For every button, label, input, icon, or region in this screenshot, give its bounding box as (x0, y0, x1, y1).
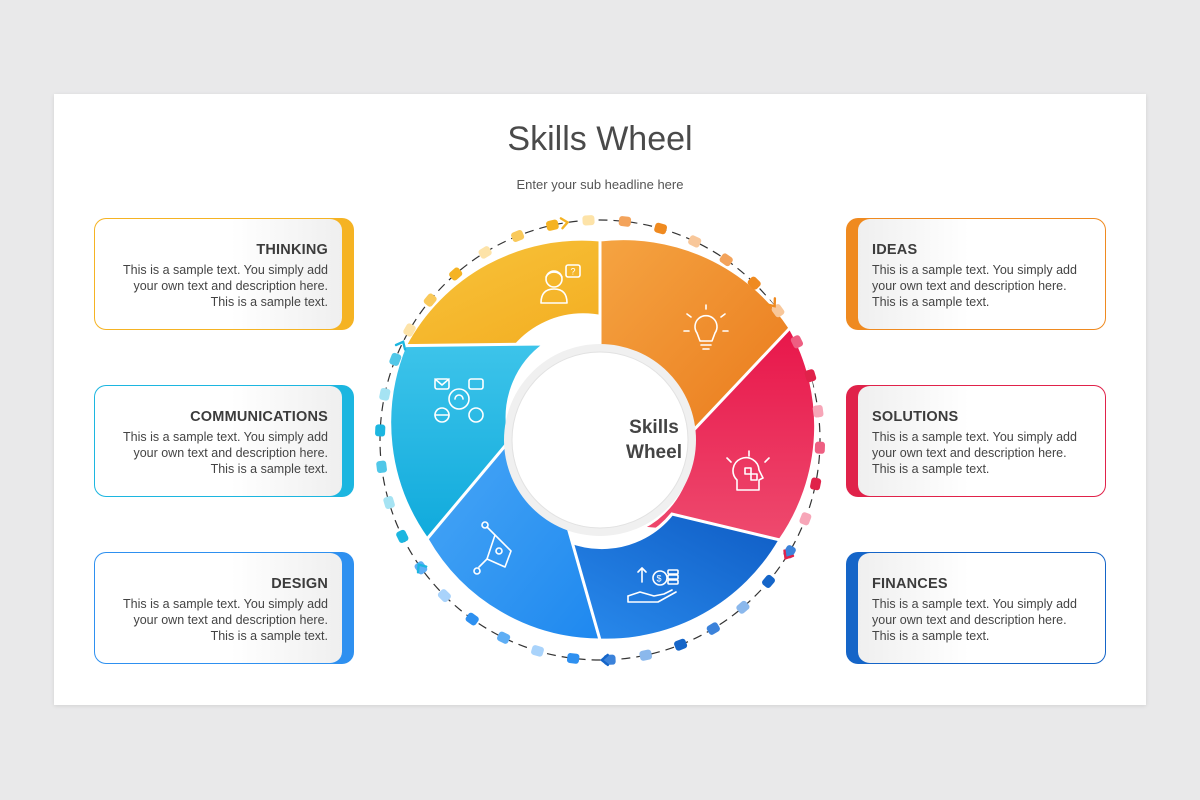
card-communications: COMMUNICATIONS This is a sample text. Yo… (94, 385, 354, 497)
card-solutions: SOLUTIONS This is a sample text. You sim… (846, 385, 1106, 497)
tick-mark (403, 323, 416, 337)
page-subtitle: Enter your sub headline here (516, 177, 684, 192)
tick-mark (379, 387, 391, 401)
tick-mark (376, 460, 387, 474)
tick-mark (465, 612, 479, 626)
chevron-right-icon (394, 340, 407, 351)
tick-mark (497, 631, 511, 644)
tick-mark (799, 512, 812, 526)
tick-mark (810, 477, 822, 491)
card-body: This is a sample text. You simply add yo… (123, 597, 328, 643)
card-heading: THINKING (256, 242, 328, 258)
card-body: This is a sample text. You simply add yo… (872, 263, 1077, 309)
tick-mark (736, 600, 750, 614)
chevron-right-icon (765, 297, 777, 308)
chevron-right-icon (599, 653, 610, 667)
card-finances: FINANCES This is a sample text. You simp… (846, 552, 1106, 664)
tick-mark (449, 267, 463, 281)
tick-mark (747, 276, 761, 290)
tick-mark (654, 222, 668, 235)
pen-tool-icon (473, 521, 512, 575)
tick-mark (762, 574, 775, 588)
card-body: This is a sample text. You simply add yo… (872, 430, 1077, 476)
tick-mark (511, 230, 525, 242)
puzzle-head-icon (726, 450, 770, 491)
center-label: Skills Wheel (626, 417, 682, 463)
slide: Skills Wheel Enter your sub headline her… (54, 94, 1146, 705)
lightbulb-icon (683, 304, 729, 350)
svg-text:$: $ (657, 574, 662, 584)
svg-text:?: ? (571, 267, 576, 277)
tick-mark (814, 441, 826, 454)
money-hand-icon: $ (627, 567, 679, 603)
tick-mark (546, 219, 559, 231)
center-circle (511, 351, 689, 529)
card-body: This is a sample text. You simply add yo… (123, 430, 328, 476)
tick-mark (478, 246, 492, 259)
tick-mark (389, 352, 402, 366)
skills-wheel: ? $ (375, 215, 826, 667)
tick-mark (804, 369, 817, 383)
dashed-ring (379, 219, 821, 661)
tick-marks (375, 215, 826, 667)
tick-mark (437, 589, 451, 603)
tick-mark (423, 293, 437, 307)
tick-mark (639, 649, 653, 661)
page-title: Skills Wheel (507, 120, 693, 158)
tick-mark (383, 496, 395, 509)
tick-mark (375, 424, 386, 437)
tick-mark (582, 215, 595, 226)
card-ideas: IDEAS This is a sample text. You simply … (846, 218, 1106, 330)
tick-mark (706, 622, 720, 635)
card-heading: COMMUNICATIONS (190, 409, 328, 425)
tick-mark (719, 253, 733, 267)
tick-mark (396, 529, 409, 543)
tick-mark (790, 335, 804, 349)
support-agent-icon: ? (540, 264, 581, 304)
card-heading: FINANCES (872, 576, 948, 592)
card-heading: DESIGN (271, 576, 328, 592)
tick-mark (566, 653, 580, 664)
tick-mark (812, 405, 824, 418)
communication-channels-icon (434, 378, 484, 423)
tick-mark (618, 216, 632, 227)
card-thinking: THINKING This is a sample text. You simp… (94, 218, 354, 330)
wheel-segments (388, 237, 818, 642)
chevron-right-icon (783, 549, 795, 560)
tick-mark (688, 235, 702, 248)
tick-mark (531, 645, 544, 657)
card-design: DESIGN This is a sample text. You simply… (94, 552, 354, 664)
chevron-right-icon (416, 563, 428, 574)
chevron-right-icon (559, 217, 570, 230)
card-heading: IDEAS (872, 242, 918, 258)
card-body: This is a sample text. You simply add yo… (123, 263, 328, 309)
card-heading: SOLUTIONS (872, 409, 959, 425)
tick-mark (674, 638, 688, 651)
card-body: This is a sample text. You simply add yo… (872, 597, 1077, 643)
